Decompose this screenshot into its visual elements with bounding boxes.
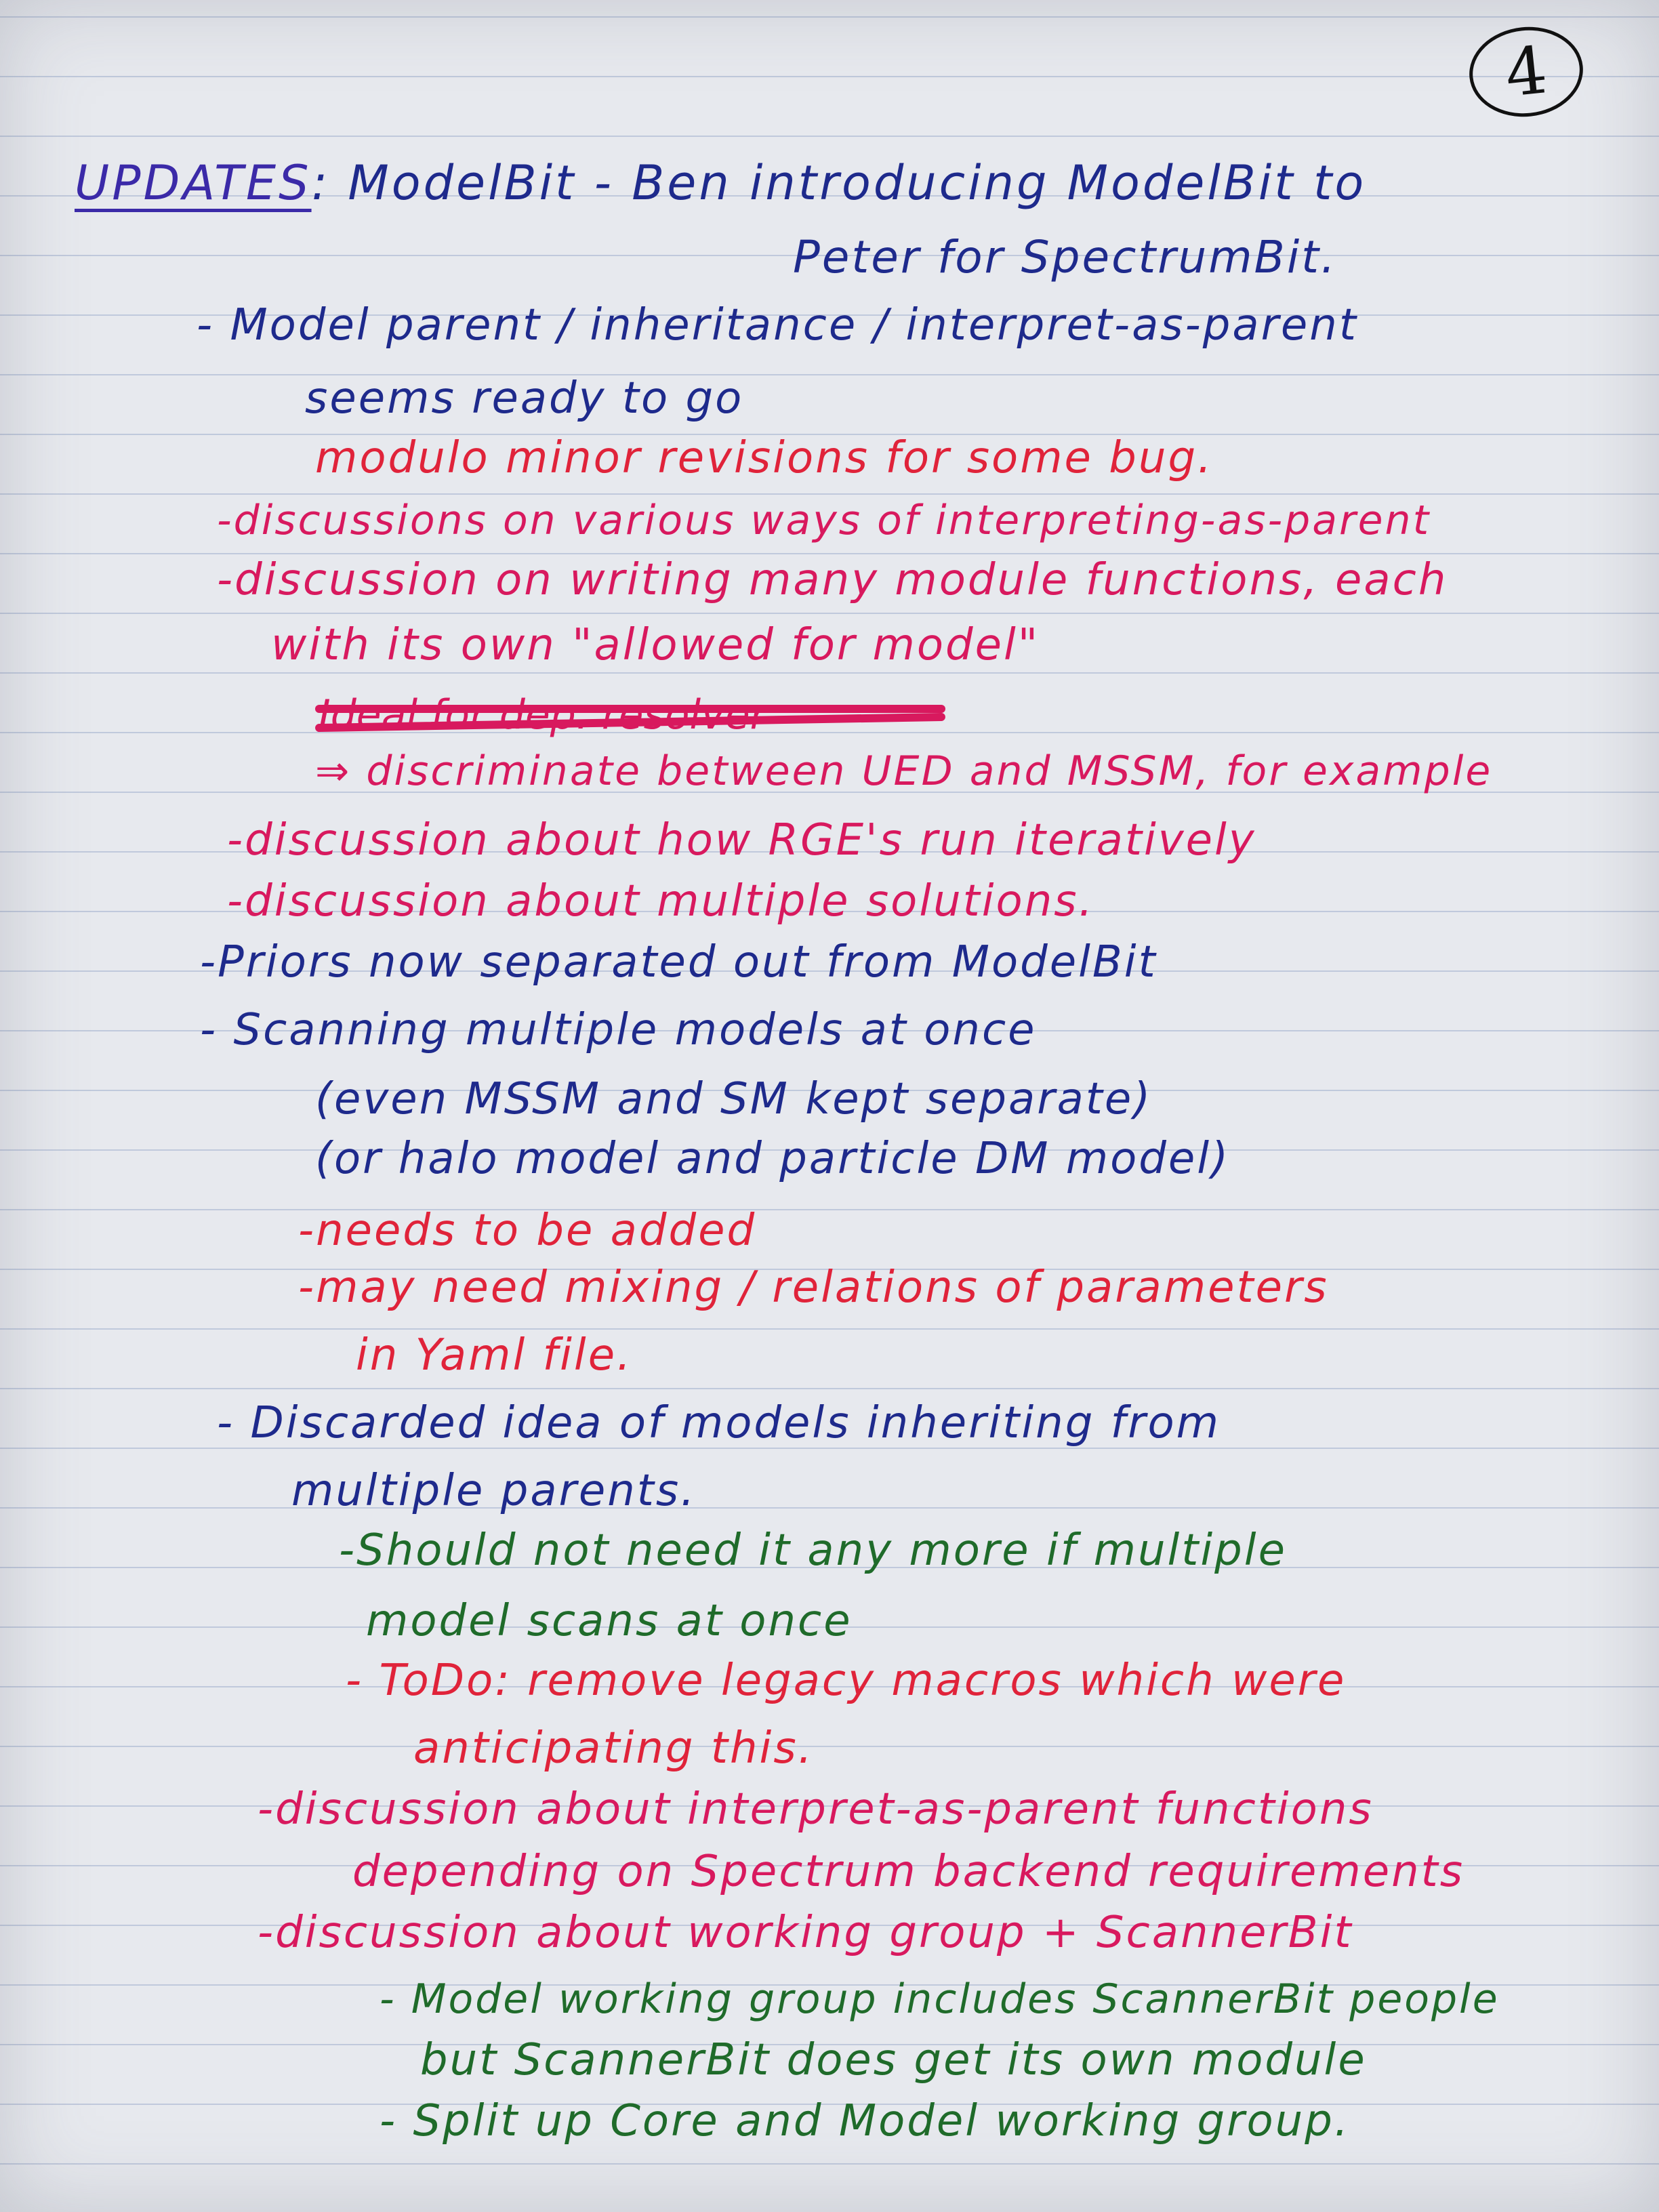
note-line: -discussion about multiple solutions. <box>227 876 1094 926</box>
note-line: -needs to be added <box>298 1206 757 1256</box>
header-title: : ModelBit <box>311 155 577 211</box>
note-line: depending on Spectrum backend requiremen… <box>352 1847 1465 1897</box>
note-line: - Model working group includes ScannerBi… <box>380 1975 1500 2023</box>
note-line: model scans at once <box>366 1596 853 1646</box>
strikethrough-mark <box>315 705 945 713</box>
header-intro-cont: Peter for SpectrumBit. <box>793 231 1338 283</box>
note-line: -discussion about how RGE's run iterativ… <box>227 815 1256 865</box>
note-line: - Split up Core and Model working group. <box>380 2096 1351 2146</box>
note-line: - Discarded idea of models inheriting fr… <box>217 1398 1221 1448</box>
note-line: modulo minor revisions for some bug. <box>315 433 1214 483</box>
note-line: multiple parents. <box>291 1466 697 1516</box>
note-line: -may need mixing / relations of paramete… <box>298 1263 1329 1313</box>
note-line: (even MSSM and SM kept separate) <box>315 1074 1153 1124</box>
note-line: -discussions on various ways of interpre… <box>217 497 1431 544</box>
note-line: -Should not need it any more if multiple <box>339 1525 1287 1576</box>
note-line: -discussion about interpret-as-parent fu… <box>258 1784 1374 1835</box>
page-number: 4 <box>1465 21 1588 123</box>
note-line: -Priors now separated out from ModelBit <box>200 937 1158 987</box>
note-line: - ToDo: remove legacy macros which were <box>346 1656 1347 1706</box>
header-intro: - Ben introducing ModelBit to <box>594 155 1367 211</box>
updates-label: UPDATES <box>75 155 312 211</box>
notes-header: UPDATES: ModelBit - Ben introducing Mode… <box>75 152 1366 213</box>
note-line: ⇒ discriminate between UED and MSSM, for… <box>315 747 1493 795</box>
note-line: - Model parent / inheritance / interpret… <box>197 300 1358 350</box>
note-line: seems ready to go <box>305 373 744 424</box>
note-line: -discussion about working group + Scanne… <box>258 1908 1353 1958</box>
note-line: but ScannerBit does get its own module <box>420 2035 1367 2085</box>
note-line: - Scanning multiple models at once <box>200 1005 1037 1055</box>
note-line: with its own "allowed for model" <box>271 620 1040 670</box>
note-line: anticipating this. <box>413 1723 814 1774</box>
struck-out-note: Ideal for dep. resolver <box>319 691 767 739</box>
note-line: -discussion on writing many module funct… <box>217 555 1448 605</box>
note-line: (or halo model and particle DM model) <box>315 1134 1231 1184</box>
note-line: in Yaml file. <box>356 1330 633 1380</box>
